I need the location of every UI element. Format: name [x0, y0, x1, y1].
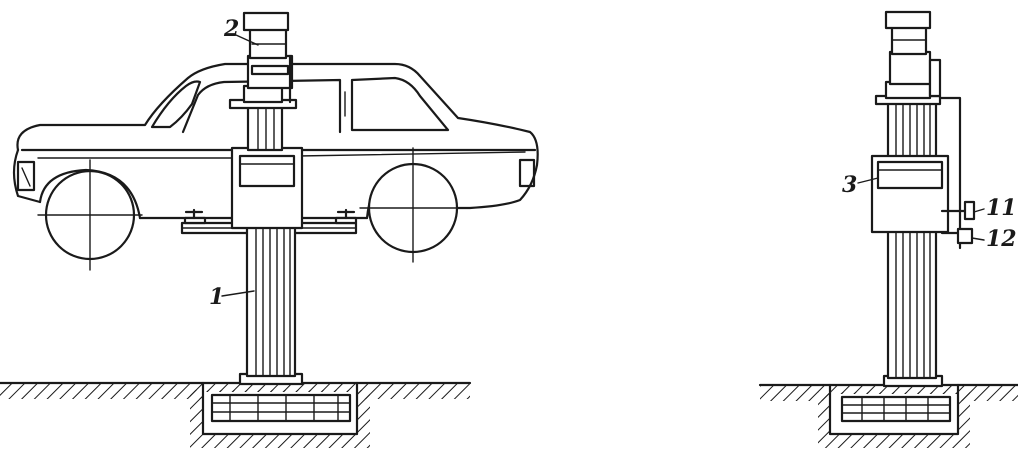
right-limit-switches: [940, 200, 976, 245]
label-drive-unit: 2: [224, 16, 240, 42]
right-leader-lines: [857, 177, 985, 241]
left-drive-unit: [228, 11, 298, 110]
left-carriage: [230, 98, 304, 230]
left-wheels: [37, 147, 467, 271]
right-column: [886, 98, 938, 380]
right-drive-unit: [874, 10, 962, 250]
right-carriage: [870, 154, 950, 234]
label-limit-switch-upper: 11: [986, 195, 1017, 221]
right-ground: [758, 374, 1018, 448]
label-carriage: 3: [842, 172, 858, 198]
label-lift-column: 1: [209, 284, 225, 310]
label-limit-switch-lower: 12: [986, 226, 1017, 252]
left-ground: [0, 372, 472, 448]
left-leader-lines: [221, 34, 259, 297]
